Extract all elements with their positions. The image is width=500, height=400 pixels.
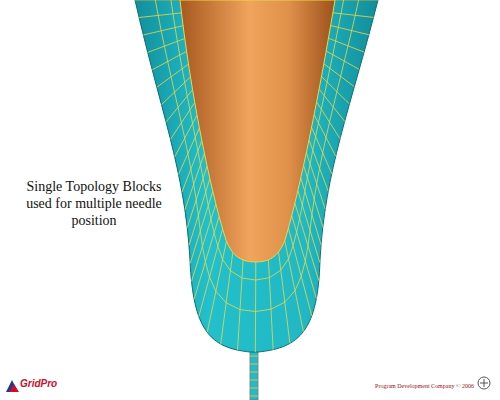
copyright-text: Program Development Company © 2006 [375,383,474,389]
company-mark [478,377,490,389]
logo-text: GridPro [20,378,57,389]
logo-icon [6,380,19,392]
mesh-domain [135,0,378,352]
outer-boundary [135,0,378,352]
annotation-note: Single Topology Blocks used for multiple… [14,178,174,229]
needle-body [180,0,335,262]
